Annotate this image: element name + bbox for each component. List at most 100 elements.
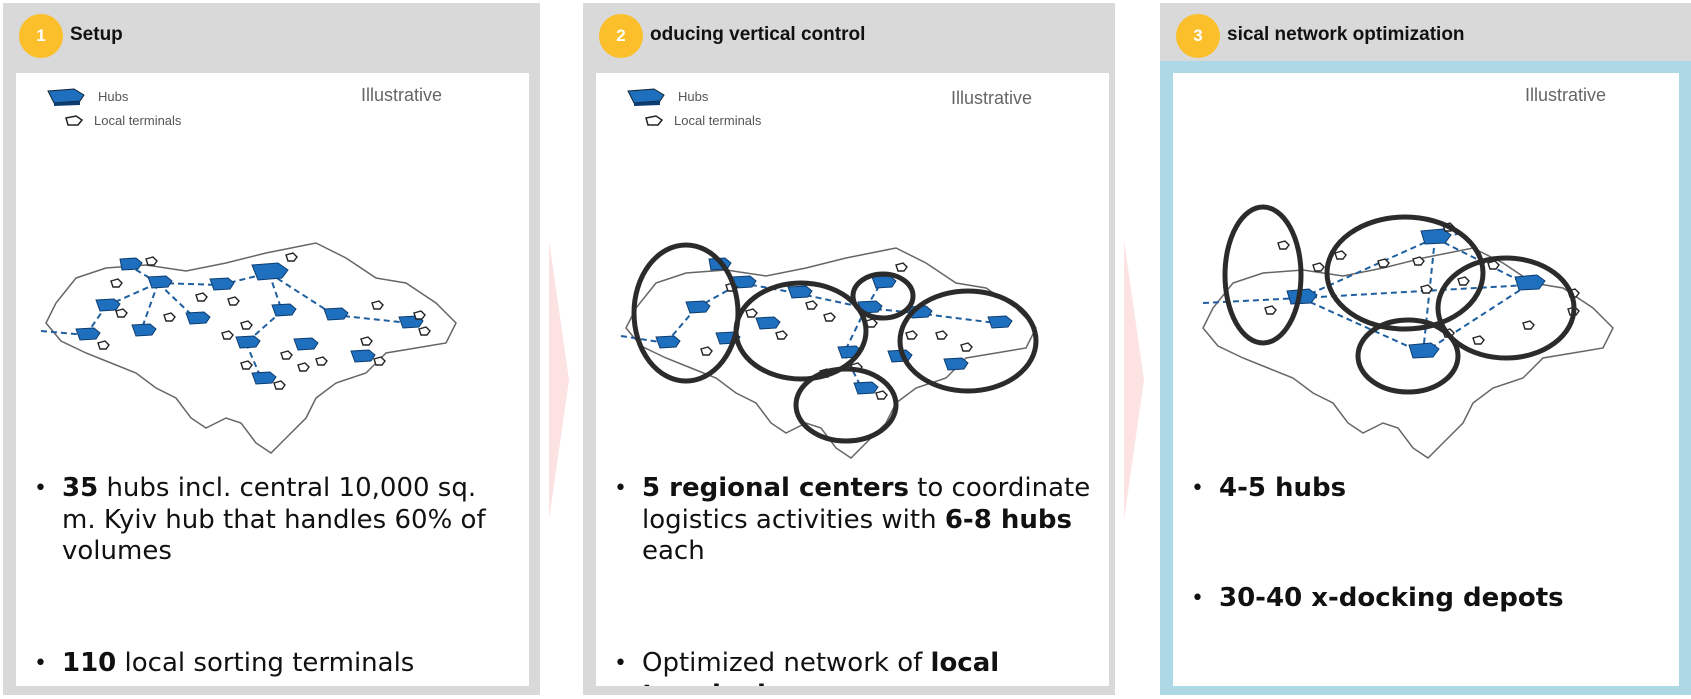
bullet-text: local sorting terminals (116, 648, 415, 678)
hubs (1286, 228, 1546, 359)
ukraine-outline (45, 242, 457, 454)
terminal-marker (805, 300, 818, 310)
bullet-item: • 110 local sorting terminals (34, 648, 415, 678)
terminal-marker (1334, 250, 1347, 260)
bullet-item: • 5 regional centers to coordinate logis… (614, 473, 1091, 567)
bullet-bold: 35 (62, 473, 99, 503)
step-arrow (1124, 240, 1144, 520)
ukraine-network-map (620, 242, 1039, 459)
terminal-marker (163, 312, 176, 322)
bullet-text: hubs incl. central 10,000 sq. m. Kyiv hu… (62, 473, 486, 567)
step-badge: 1 (19, 14, 63, 58)
terminal-marker (935, 330, 948, 340)
hub-marker (685, 300, 711, 314)
hub-marker (755, 316, 781, 330)
region-circle (1324, 214, 1486, 332)
terminal-marker (285, 252, 298, 262)
terminal-marker (1457, 276, 1470, 286)
terminal-marker (115, 308, 128, 318)
hub-marker (1420, 228, 1452, 245)
hub-marker (251, 262, 289, 281)
hub-marker (1408, 342, 1440, 359)
bullet-bold: 110 (62, 648, 117, 678)
region-circle (631, 242, 741, 384)
bullet-bold: 4-5 hubs (1219, 473, 1347, 503)
terminal-marker (1412, 256, 1425, 266)
hub-marker (95, 298, 121, 312)
terminal-marker (418, 326, 431, 336)
hub-marker (943, 357, 969, 371)
panel-header: 2 oducing vertical control (583, 3, 1115, 61)
illustrative-label: Illustrative (951, 88, 1033, 108)
terminal-marker (905, 330, 918, 340)
terminal-marker (273, 380, 286, 390)
terminal-marker (775, 330, 788, 340)
terminal-marker (875, 390, 888, 400)
region-circle (1435, 255, 1577, 361)
hub-marker (271, 303, 297, 317)
terminal-marker (97, 340, 110, 350)
panel-setup: 1 Setup Hubs Local terminals Illustrativ… (3, 3, 540, 695)
terminal-marker (195, 292, 208, 302)
terminal-icon (65, 114, 84, 126)
terminal-marker (1522, 320, 1535, 330)
hub-marker (147, 275, 173, 289)
terminal-marker (745, 308, 758, 318)
panel-vertical-control: 2 oducing vertical control Hubs Local te… (583, 3, 1115, 695)
terminal-marker (1264, 305, 1277, 315)
hubs (75, 257, 424, 385)
terminal-marker (280, 350, 293, 360)
bullet-bold: 6-8 hubs (944, 504, 1072, 535)
ukraine-outline (1202, 247, 1614, 459)
panel-title: sical network optimization (1227, 24, 1465, 45)
bullet-text: to coordinate logistics activities with (642, 473, 1091, 535)
terminal-marker (700, 346, 713, 356)
bullet-bold: local terminals (642, 648, 1000, 686)
hub-marker (131, 323, 157, 337)
hub-marker (209, 277, 235, 291)
region-circle (1222, 204, 1304, 346)
bullet-bold: 30-40 x-docking depots (1219, 583, 1564, 613)
hub-marker (1514, 274, 1546, 291)
illustrative-label: Illustrative (361, 85, 443, 105)
terminal-marker (227, 296, 240, 306)
terminal-marker (297, 362, 310, 372)
bullet-bold: 5 regional centers (642, 473, 909, 503)
panel-content: Illustrative (1173, 73, 1679, 686)
terminal-marker (360, 336, 373, 346)
bullet-item: • 30-40 x-docking depots (1191, 583, 1564, 613)
hub-marker (185, 311, 211, 325)
terminal-marker (371, 300, 384, 310)
panel-header: 1 Setup (3, 3, 540, 61)
legend-terminals: Local terminals (644, 113, 761, 128)
hub-marker (350, 349, 376, 363)
hub-marker (251, 371, 277, 385)
terminal-marker (1487, 260, 1500, 270)
hub-marker (75, 327, 101, 341)
terminal-marker (1420, 284, 1433, 294)
step-badge: 2 (599, 14, 643, 58)
region-circle (1355, 317, 1461, 395)
terminals (97, 252, 431, 390)
panel-content: Hubs Local terminals Illustrative (596, 73, 1109, 686)
step-arrow (549, 240, 569, 520)
hub-marker (323, 307, 349, 321)
legend-terminals-label: Local terminals (674, 113, 762, 128)
hub-marker (853, 381, 879, 395)
legend-terminals: Local terminals (64, 113, 181, 128)
terminal-marker (110, 278, 123, 288)
terminal-marker (221, 330, 234, 340)
terminal-marker (823, 312, 836, 322)
terminal-marker (1472, 335, 1485, 345)
hub-marker (235, 335, 261, 349)
terminal-marker (1312, 262, 1325, 272)
legend-hubs-label: Hubs (678, 88, 709, 104)
terminal-marker (1277, 240, 1290, 250)
bullet-text: each (642, 536, 705, 567)
terminal-marker (240, 320, 253, 330)
illustrative-label: Illustrative (1525, 85, 1607, 105)
terminal-marker (1377, 258, 1390, 268)
terminal-marker (895, 262, 908, 272)
ukraine-network-map (40, 242, 457, 454)
terminal-icon (645, 114, 664, 126)
